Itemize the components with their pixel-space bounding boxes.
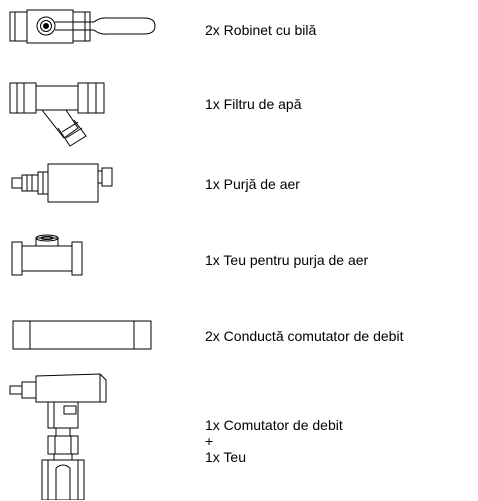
item-label-ball-valve: 2x Robinet cu bilă (205, 22, 317, 38)
item-label-water-filter: 1x Filtru de apă (205, 96, 302, 112)
item-label-air-purge: 1x Purjă de aer (205, 176, 300, 192)
ball-valve-icon (8, 6, 160, 46)
item-label-tee-fitting: 1x Teu pentru purja de aer (205, 252, 369, 268)
tee-fitting-icon (8, 230, 86, 278)
item-label-flow-switch: 1x Comutator de debit + 1x Teu (205, 417, 343, 465)
flow-switch-line-3: 1x Teu (205, 449, 246, 465)
pipe-icon (8, 318, 158, 352)
flow-switch-icon (8, 370, 116, 500)
flow-switch-line-1: 1x Comutator de debit (205, 417, 343, 433)
water-filter-icon (8, 80, 108, 150)
flow-switch-line-2: + (205, 433, 214, 449)
item-label-pipe: 2x Conductă comutator de debit (205, 328, 404, 344)
air-purge-icon (8, 160, 118, 205)
